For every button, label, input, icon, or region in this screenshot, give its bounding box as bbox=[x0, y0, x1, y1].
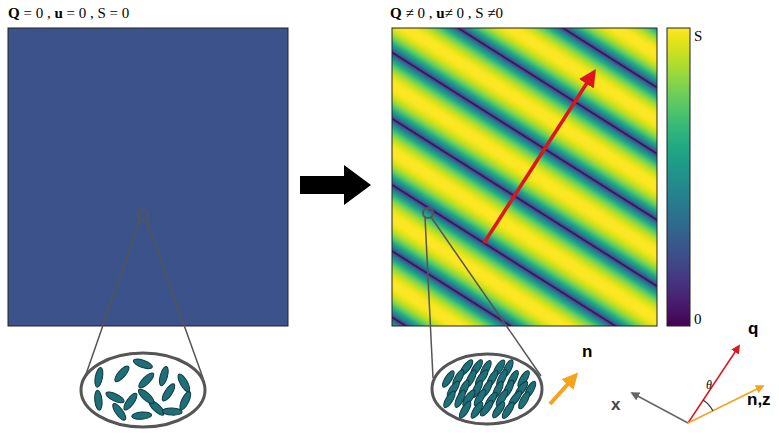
director-arrow bbox=[550, 375, 576, 404]
axis-label: q bbox=[748, 320, 758, 337]
molecule-rod bbox=[162, 407, 182, 415]
molecule-rod bbox=[178, 390, 193, 411]
molecule-rod bbox=[113, 364, 132, 384]
molecule-rod bbox=[517, 390, 532, 410]
axis-label: x bbox=[611, 396, 620, 413]
molecule-rod bbox=[137, 371, 156, 390]
molecule-rod bbox=[131, 411, 152, 420]
colorbar bbox=[667, 28, 690, 326]
molecule-rod bbox=[176, 372, 192, 393]
molecule-rod bbox=[94, 390, 103, 411]
q-arrow bbox=[688, 346, 739, 423]
wave-vector-arrow bbox=[484, 72, 594, 243]
striped-field bbox=[392, 28, 657, 326]
zoom-leader bbox=[431, 217, 541, 376]
state-label: Q = 0 , u = 0 , S = 0 bbox=[8, 6, 129, 21]
axis-label: n,z bbox=[747, 391, 771, 408]
molecule-rod bbox=[136, 387, 156, 406]
isotropic-field bbox=[8, 28, 288, 326]
zoom-spot bbox=[423, 208, 433, 218]
x-axis-arrow bbox=[632, 393, 688, 423]
zoom-bubble bbox=[81, 353, 205, 427]
director-label: n bbox=[582, 343, 592, 360]
molecule-rod bbox=[132, 357, 153, 371]
zoom-bubble bbox=[432, 354, 542, 424]
colorbar-min-label: 0 bbox=[694, 312, 702, 327]
colorbar-max-label: S bbox=[694, 29, 702, 44]
state-label: Q ≠ 0 , u≠ 0 , S ≠0 bbox=[390, 6, 503, 21]
molecule-rod bbox=[500, 400, 516, 420]
zoom-leader bbox=[425, 217, 433, 378]
angle-label: θ bbox=[706, 379, 712, 391]
molecule-rod bbox=[158, 365, 170, 386]
molecule-rod bbox=[104, 390, 125, 405]
molecule-rod bbox=[93, 367, 104, 388]
angle-arc bbox=[703, 400, 713, 411]
zoom-spot bbox=[138, 210, 148, 220]
transition-arrow bbox=[300, 165, 371, 205]
molecule-rod bbox=[110, 402, 128, 422]
